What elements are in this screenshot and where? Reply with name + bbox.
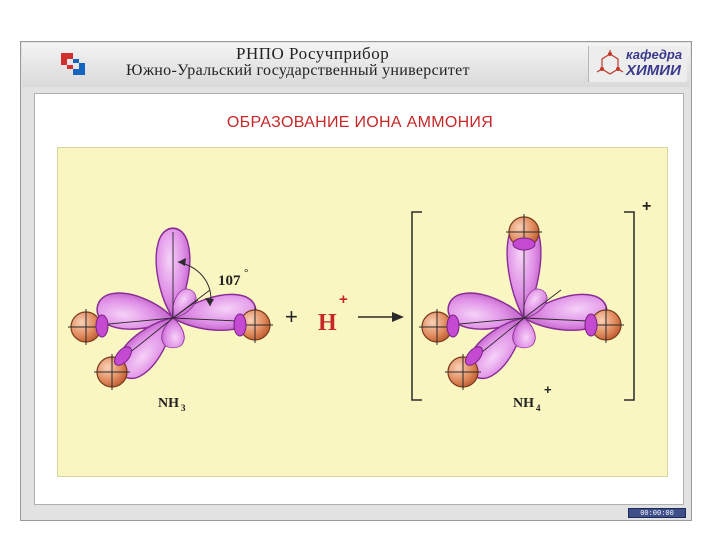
department-badge: [588, 46, 687, 82]
ammonia-molecule: [67, 227, 274, 391]
bond-angle-unit: °: [244, 267, 248, 279]
ammonia-formula: NH: [158, 396, 179, 411]
proton-charge: +: [339, 291, 348, 308]
department-label: кафедра: [626, 47, 683, 62]
ion-formula: NH: [513, 396, 534, 411]
ion-charge: +: [544, 382, 552, 397]
page-indicator[interactable]: 00:00:00: [628, 508, 686, 518]
reaction-arrow: [358, 312, 404, 322]
bracket-left: [411, 211, 422, 401]
ammonia-subscript: 3: [181, 403, 186, 413]
ammonium-ion: [418, 213, 625, 391]
ion-subscript: 4: [536, 403, 541, 413]
header-bar: [22, 43, 690, 87]
department-name: ХИМИИ: [626, 62, 681, 79]
molecule-logo-icon: [596, 50, 624, 75]
bond-angle-value: 107: [218, 273, 241, 289]
proton-symbol: H: [318, 310, 337, 336]
plus-sign: +: [285, 304, 298, 329]
university-logo-icon: [61, 53, 85, 75]
bracket-right: [624, 211, 635, 401]
slide-title: ОБРАЗОВАНИЕ ИОНА АММОНИЯ: [226, 114, 494, 131]
bracket-charge: +: [642, 198, 651, 215]
university-name: Южно-Уральский государственный университ…: [126, 62, 470, 79]
org-name: РНПО Росучприбор: [236, 44, 390, 63]
